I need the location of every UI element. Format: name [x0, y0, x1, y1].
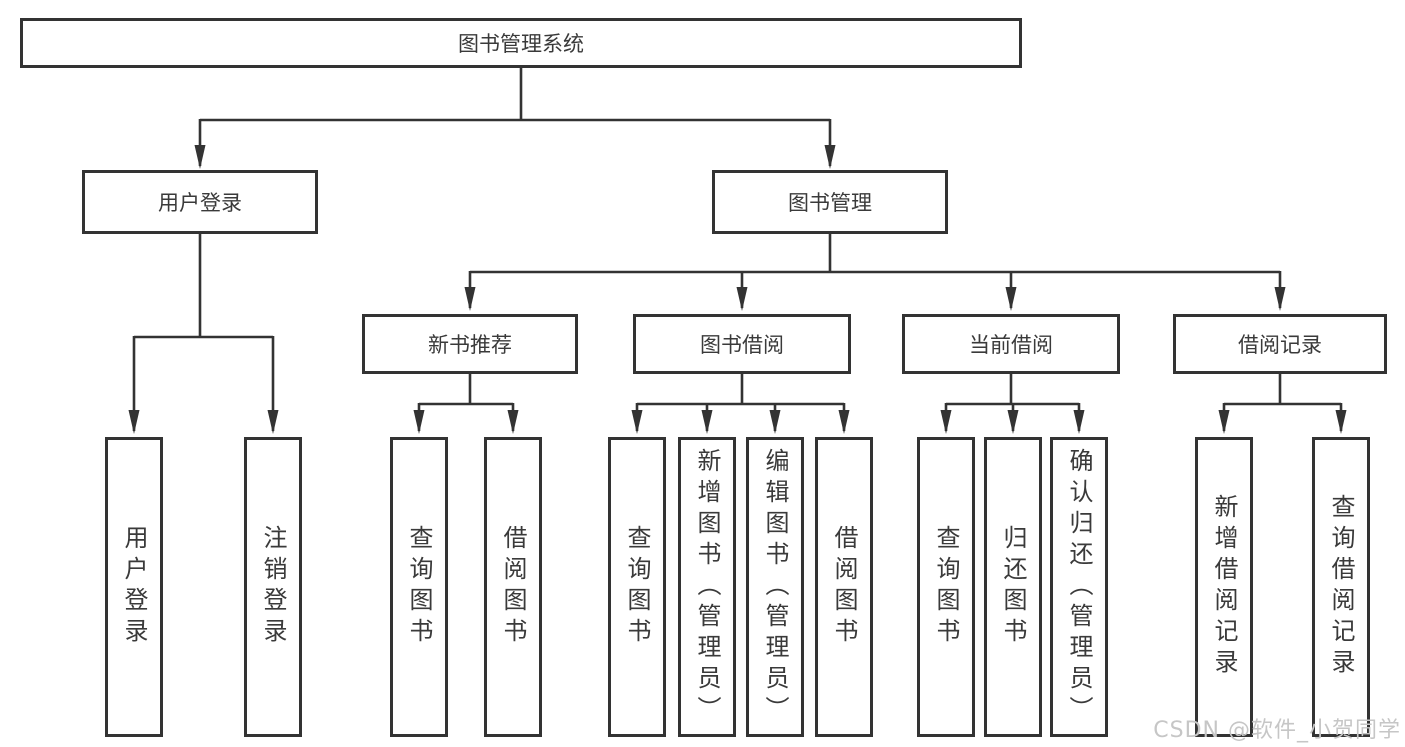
leaf-user-login: 用户登录	[105, 437, 163, 737]
leaf-borrow-books-borrowing: 借阅图书	[815, 437, 873, 737]
csdn-watermark: CSDN @软件_小贺同学	[1153, 718, 1401, 743]
node-book-borrowing: 图书借阅	[633, 314, 851, 374]
leaf-query-books-current: 查询图书	[917, 437, 975, 737]
leaf-query-borrow-record: 查询借阅记录	[1312, 437, 1370, 737]
node-user-login: 用户登录	[82, 170, 318, 234]
node-current-borrowing: 当前借阅	[902, 314, 1120, 374]
leaf-query-books-borrowing: 查询图书	[608, 437, 666, 737]
node-book-management: 图书管理	[712, 170, 948, 234]
node-new-book-recommendation: 新书推荐	[362, 314, 578, 374]
leaf-add-book-admin: 新增图书（管理员）	[678, 437, 736, 737]
leaf-query-books-recommend: 查询图书	[390, 437, 448, 737]
leaf-add-borrow-record: 新增借阅记录	[1195, 437, 1253, 737]
leaf-logout: 注销登录	[244, 437, 302, 737]
leaf-return-book: 归还图书	[984, 437, 1042, 737]
leaf-borrow-books-recommend: 借阅图书	[484, 437, 542, 737]
leaf-edit-book-admin: 编辑图书（管理员）	[746, 437, 804, 737]
leaf-confirm-return-admin: 确认归还（管理员）	[1050, 437, 1108, 737]
node-borrowing-records: 借阅记录	[1173, 314, 1387, 374]
node-root: 图书管理系统	[20, 18, 1022, 68]
